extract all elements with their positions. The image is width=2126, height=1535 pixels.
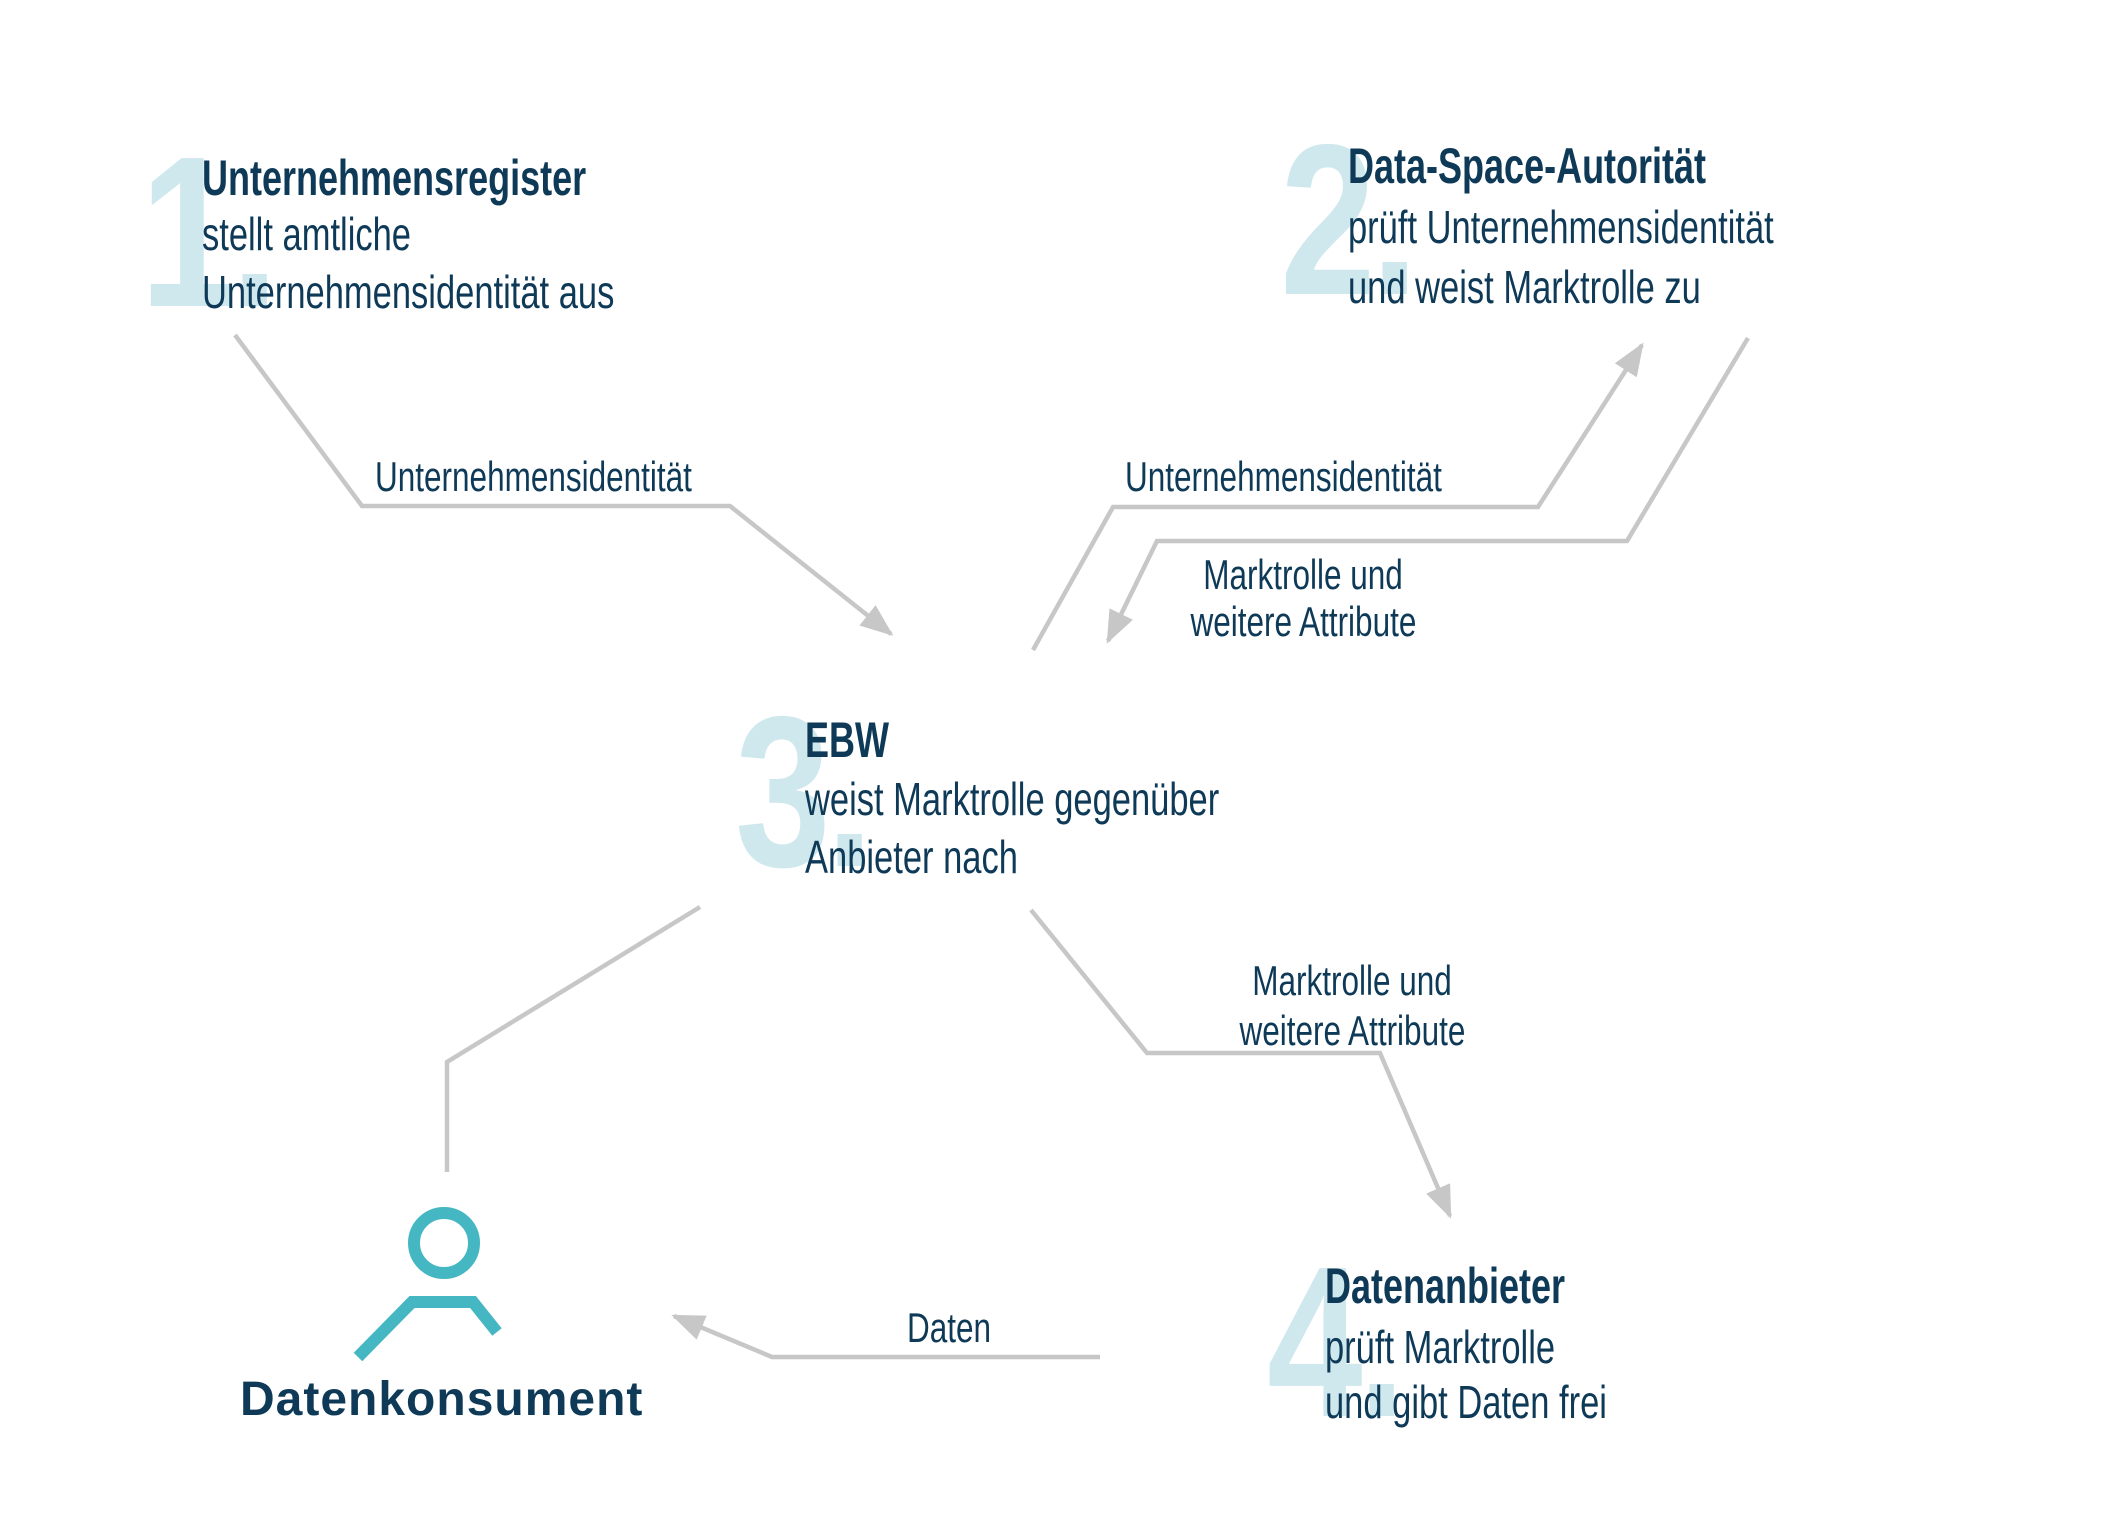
step-4-line-2: und gibt Daten frei (1325, 1376, 1607, 1428)
ebw-to-consumer-line (444, 905, 702, 1172)
step-3-line-1: weist Marktrolle gegenüber (805, 773, 1220, 825)
arrow-authority-to-ebw (1105, 336, 1750, 644)
arrow-ebw-to-provider (1029, 908, 1453, 1219)
step-2-number: 2. (1280, 99, 1419, 340)
step-3-line-2: Anbieter nach (805, 831, 1018, 883)
label-ebw-to-provider: Marktrolle und weitere Attribute (1239, 956, 1466, 1056)
label-ebw-to-authority: Unternehmensidentität (1125, 453, 1442, 500)
step-2-title: Data-Space-Autorität (1348, 138, 1707, 194)
step-4-title: Datenanbieter (1325, 1258, 1566, 1314)
step-4-line-1: prüft Marktrolle (1325, 1321, 1556, 1373)
step-1-title: Unternehmensregister (202, 150, 587, 206)
label-ebw-to-provider-line-1: Marktrolle und (1252, 957, 1452, 1004)
arrow-register-to-ebw (233, 333, 894, 636)
label-ebw-to-provider-line-2: weitere Attribute (1239, 1007, 1466, 1054)
step-2-line-2: und weist Marktrolle zu (1348, 261, 1701, 313)
step-4-number: 4. (1267, 1221, 1406, 1462)
arrow-provider-to-consumer (671, 1313, 1100, 1360)
step-2-line-1: prüft Unternehmensidentität (1348, 201, 1774, 253)
step-1-line-1: stellt amtliche (202, 208, 411, 260)
step-1-line-2: Unternehmensidentität aus (202, 266, 615, 318)
person-shoulders-icon (353, 1296, 502, 1362)
label-provider-to-consumer: Daten (907, 1304, 992, 1351)
actor-label: Datenkonsument (240, 1373, 644, 1426)
label-authority-to-ebw: Marktrolle und weitere Attribute (1190, 551, 1417, 645)
person-head-icon (408, 1207, 480, 1279)
arrow-ebw-to-authority (1031, 342, 1644, 652)
label-authority-to-ebw-line-1: Marktrolle und (1203, 551, 1403, 598)
step-3-number: 3. (735, 671, 874, 912)
step-3-title: EBW (805, 712, 889, 768)
label-authority-to-ebw-line-2: weitere Attribute (1190, 598, 1417, 645)
label-register-to-ebw: Unternehmensidentität (375, 453, 692, 500)
step-1-number: 1. (140, 111, 279, 352)
